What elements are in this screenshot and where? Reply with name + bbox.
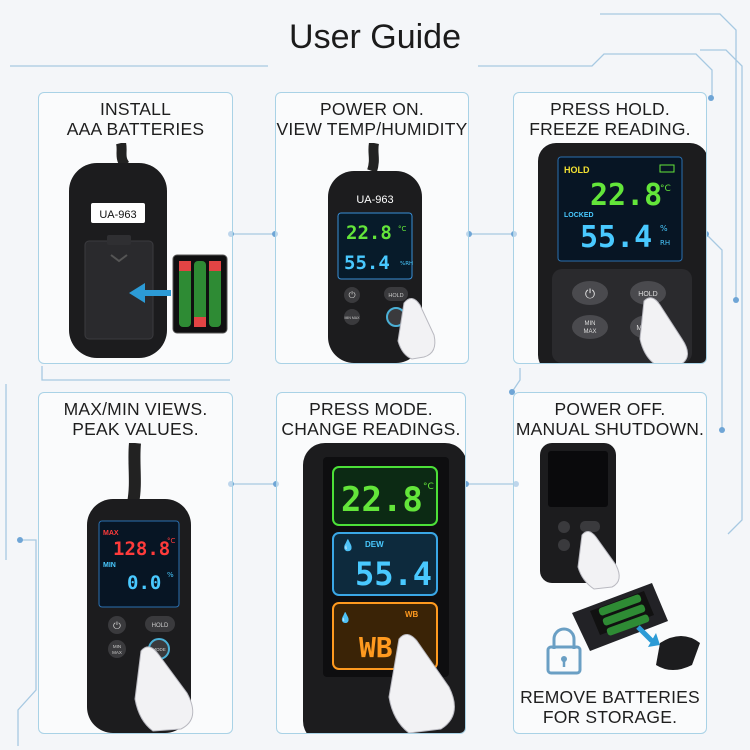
step-caption: INSTALL AAA BATTERIES: [66, 99, 205, 139]
meter-mode-illustration: 22.8 °C 💧 DEW 55.4 💧 WB WB: [303, 443, 465, 733]
hold-button-label: HOLD: [152, 623, 169, 629]
power-icon: ⏻: [113, 621, 121, 632]
page-title: User Guide: [289, 18, 461, 56]
power-icon: ⏻: [585, 287, 595, 302]
step-panel-press-hold: PRESS HOLD. FREEZE READING. HOLD 22.8 °C…: [513, 92, 707, 364]
step-caption: POWER ON. VIEW TEMP/HUMIDITY: [276, 99, 468, 139]
step-caption: PRESS HOLD. FREEZE READING.: [529, 99, 691, 139]
step-caption-remove-batteries: REMOVE BATTERIES FOR STORAGE.: [520, 687, 700, 727]
step-caption: PRESS MODE. CHANGE READINGS.: [281, 399, 461, 439]
meter-hold-illustration: HOLD 22.8 °C LOCKED 55.4 % RH ⏻ HOLD MIN…: [538, 143, 706, 363]
meter-front-illustration: UA-963 22.8 °C 55.4 %RH ⏻ HOLD MIN MAX: [328, 143, 436, 363]
min-reading: 0.0: [127, 572, 161, 594]
step-panel-press-mode: PRESS MODE. CHANGE READINGS. 22.8 °C 💧 D…: [276, 392, 466, 734]
droplet-icon: 💧: [341, 539, 355, 552]
step-panel-install-batteries: INSTALL AAA BATTERIES UA-963: [38, 92, 233, 364]
dew-label: DEW: [365, 540, 384, 549]
wb-label: WB: [405, 610, 419, 619]
model-label: UA-963: [99, 209, 136, 221]
temp-reading: 22.8: [346, 222, 392, 244]
meter-back-illustration: UA-963: [69, 143, 228, 358]
temp-reading: 22.8: [341, 480, 423, 520]
min-button-label: MIN: [585, 321, 596, 327]
step-panel-power-off: POWER OFF. MANUAL SHUTDOWN. REMOVE BATTE…: [513, 392, 707, 734]
step-panel-power-on: POWER ON. VIEW TEMP/HUMIDITY UA-963 22.8…: [275, 92, 469, 364]
temp-unit: °C: [423, 482, 434, 492]
min-button-label: MIN: [113, 644, 121, 649]
min-unit: %: [167, 571, 174, 579]
temp-unit: °C: [660, 184, 671, 194]
max-button-label: MAX: [112, 650, 122, 655]
max-unit: °C: [167, 537, 176, 545]
hold-button-label: HOLD: [388, 293, 403, 299]
wetbulb-icon: 💧: [339, 611, 351, 624]
max-button-label: MAX: [583, 329, 596, 335]
step-caption: MAX/MIN VIEWS. PEAK VALUES.: [63, 399, 208, 439]
humidity-unit: %RH: [400, 261, 413, 267]
max-reading: 128.8: [113, 538, 170, 560]
humidity-unit-rh: RH: [660, 239, 670, 247]
wb-reading: WB: [359, 631, 393, 664]
mode-button-label: MODE: [152, 647, 166, 652]
meter-poweroff-illustration: [540, 443, 700, 675]
min-label: MIN: [103, 562, 116, 569]
locked-status: LOCKED: [564, 212, 594, 219]
step-panel-max-min: MAX/MIN VIEWS. PEAK VALUES. MAX 128.8 °C…: [38, 392, 233, 734]
temp-reading: 22.8: [590, 178, 662, 213]
humidity-unit: %: [660, 224, 668, 233]
power-icon: ⏻: [348, 290, 355, 301]
meter-maxmin-illustration: MAX 128.8 °C MIN 0.0 % ⏻ HOLD MIN MAX MO…: [87, 443, 194, 733]
minmax-button-label: MIN MAX: [345, 316, 361, 320]
hold-status: HOLD: [564, 165, 590, 175]
step-caption: POWER OFF. MANUAL SHUTDOWN.: [515, 399, 705, 439]
max-label: MAX: [103, 530, 119, 537]
hold-button-label: HOLD: [638, 291, 657, 298]
temp-unit: °C: [398, 225, 407, 233]
dew-reading: 55.4: [355, 555, 432, 593]
model-label: UA-963: [356, 194, 393, 206]
humidity-reading: 55.4: [580, 220, 652, 255]
humidity-reading: 55.4: [344, 252, 390, 274]
